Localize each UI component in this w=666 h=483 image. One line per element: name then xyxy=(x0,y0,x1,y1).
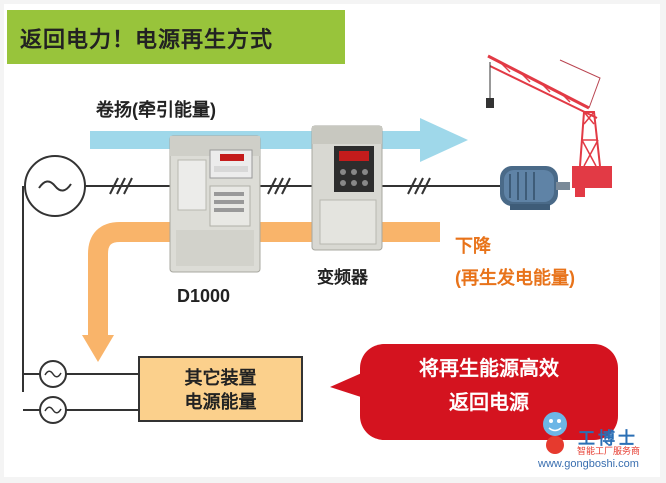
d1000-label: D1000 xyxy=(177,286,231,306)
watermark-name: 工博士 xyxy=(578,429,638,448)
ac-source-icon xyxy=(24,155,86,217)
three-phase-marks-mid xyxy=(267,177,291,195)
callout-line1: 将再生能源高效 xyxy=(419,358,559,380)
three-phase-marks-left xyxy=(109,177,133,195)
watermark-subtitle: 智能工厂服务商 xyxy=(577,446,641,456)
descent-label: 下降 xyxy=(455,236,491,256)
regen-energy-sub-label: (再生发电能量) xyxy=(455,268,575,288)
inverter-unit-icon xyxy=(311,125,383,251)
traction-energy-arrow xyxy=(90,118,468,162)
d1000-unit-icon xyxy=(169,135,261,273)
crane-icon xyxy=(486,54,612,197)
other-devices-line1: 其它装置 xyxy=(184,368,257,388)
ac-source-icon-small-1 xyxy=(39,360,67,388)
other-devices-box: 其它装置 电源能量 xyxy=(138,356,303,422)
other-devices-line2: 电源能量 xyxy=(184,392,257,412)
motor-icon xyxy=(500,166,570,210)
watermark-url: www.gongboshi.com xyxy=(538,458,639,470)
regen-energy-label: 下降 (再生发电能量) xyxy=(455,230,575,294)
regen-energy-arrow xyxy=(82,222,440,362)
main-power-line xyxy=(22,185,506,411)
callout-text: 将再生能源高效 返回电源 xyxy=(374,352,604,420)
page-title: 返回电力！电源再生方式 xyxy=(20,27,274,52)
title-banner xyxy=(7,10,345,64)
three-phase-marks-right xyxy=(407,177,431,195)
traction-energy-label: 卷扬(牵引能量) xyxy=(96,100,216,120)
watermark-mascot-icon xyxy=(543,412,567,454)
callout-line2: 返回电源 xyxy=(449,392,529,414)
ac-source-icon-small-2 xyxy=(39,396,67,424)
inverter-label: 变频器 xyxy=(317,268,368,287)
